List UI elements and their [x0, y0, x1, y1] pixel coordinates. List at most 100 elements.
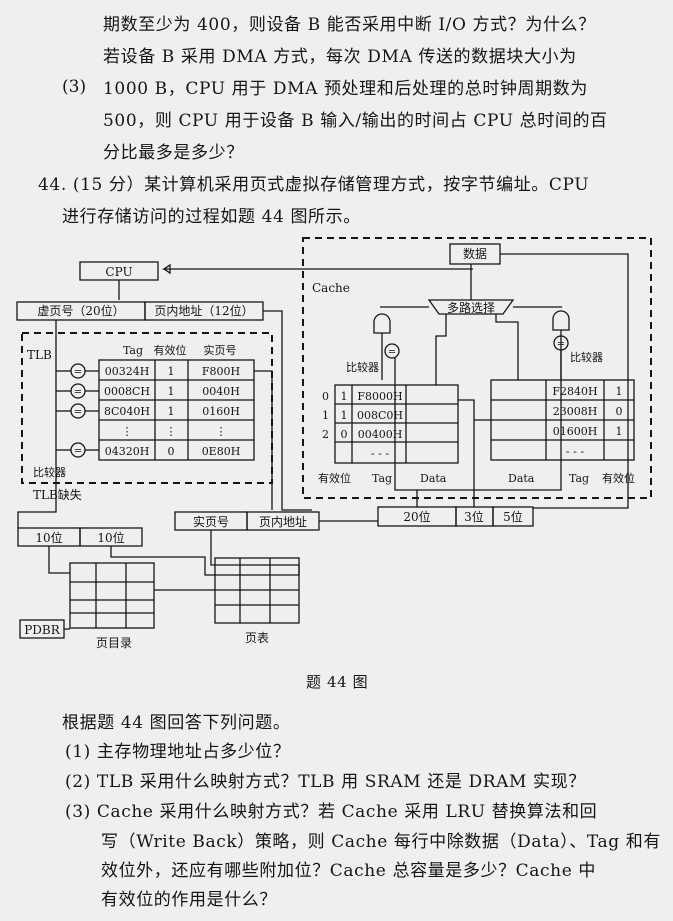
- bits10-a-route: [48, 546, 70, 574]
- tlb-cell: ⋮: [122, 425, 133, 438]
- and-gate-right: [552, 310, 570, 331]
- eq-symbol: =: [74, 446, 82, 457]
- tlb-cell: 1: [168, 385, 175, 398]
- mux-label: 多路选择: [447, 300, 495, 315]
- tlb-cell: 0008CH: [104, 385, 150, 398]
- tlb-miss-label: TLB缺失: [33, 487, 82, 502]
- tag-route-left: [394, 358, 418, 507]
- tlb-cell: 1: [168, 365, 175, 378]
- question-44-line-1: 44. (15 分）某计算机采用页式虚拟存储管理方式，按字节编址。CPU: [38, 175, 590, 195]
- bits10-a-label: 10位: [35, 530, 62, 545]
- tlb-cell: ⋮: [166, 425, 177, 438]
- cache-right-label: Data: [508, 472, 535, 485]
- data-return-arrow: [161, 263, 473, 275]
- eq-symbol: =: [557, 339, 565, 350]
- tlb-cell: 0160H: [202, 405, 240, 418]
- text-line-1: 期数至少为 400，则设备 B 能否采用中断 I/O 方式？为什么？: [103, 15, 596, 35]
- tlb-comparator-circles: = = = =: [56, 363, 99, 458]
- tlb-row: 8C040H 1 0160H: [104, 405, 240, 418]
- tlb-cell: ⋮: [216, 425, 227, 438]
- tlb-cell: 0: [168, 445, 175, 458]
- cache-comparator-right-label: 比较器: [570, 350, 603, 364]
- cache-comparator-left-label: 比较器: [346, 360, 379, 374]
- cache-left-label: Tag: [372, 472, 392, 485]
- cache-frame: [302, 237, 652, 499]
- cache-right-cell: 23008H: [553, 405, 598, 418]
- tlb-miss-route: [17, 486, 57, 528]
- tlb-row: ⋮ ⋮ ⋮: [122, 425, 227, 438]
- addr3-label: 3位: [464, 509, 484, 524]
- cache-right-cell: - - -: [566, 445, 584, 458]
- answer-3-line-2: 写（Write Back）策略，则 Cache 每行中除数据（Data）、Tag…: [101, 832, 661, 852]
- addr20-label: 20位: [403, 509, 430, 524]
- offset-route: [263, 310, 312, 511]
- cpu-label: CPU: [105, 265, 132, 279]
- data-output-label: 数据: [463, 246, 487, 261]
- tlb-cell: 1: [168, 405, 175, 418]
- cache-right-cell: 1: [616, 425, 623, 438]
- cache-left-label: Data: [420, 472, 447, 485]
- tlb-row: 00324H 1 F800H: [105, 365, 240, 378]
- tlb-cell: 8C040H: [104, 405, 150, 418]
- mux: [427, 299, 515, 315]
- table-to-physical-line: [210, 530, 300, 575]
- tlb-row: 0008CH 1 0040H: [104, 385, 240, 398]
- tlb-cell: 00324H: [105, 365, 150, 378]
- addr5-field: [492, 506, 534, 527]
- text-line-3: 1000 B，CPU 用于 DMA 预处理和后处理的总时钟周期数为: [103, 79, 588, 99]
- bits10-b-route: [110, 546, 215, 576]
- pdbr-label: PDBR: [24, 623, 61, 637]
- page-directory: [69, 562, 155, 629]
- and-gate-left: [373, 313, 391, 334]
- answer-1: (1) 主存物理地址占多少位？: [65, 742, 291, 762]
- set-index: 1: [322, 409, 329, 422]
- tlb-header-tag: Tag: [123, 344, 143, 357]
- page-directory-label: 页目录: [96, 636, 132, 650]
- bits10-b-label: 10位: [97, 530, 124, 545]
- cache-label: Cache: [312, 281, 350, 295]
- real-offset-label: 页内地址: [259, 515, 307, 529]
- figure-caption: 题 44 图: [306, 673, 369, 691]
- eq-symbol: =: [74, 387, 82, 398]
- cache-left-cell: F8000H: [357, 390, 402, 403]
- cache-left-cell: 1: [341, 390, 348, 403]
- cache-left-cell: 0: [341, 428, 348, 441]
- text-line-5: 分比最多是多少？: [103, 143, 244, 163]
- cache-right-label: Tag: [569, 472, 589, 485]
- cache-left-cell: 1: [341, 409, 348, 422]
- cache-right-cell: F2840H: [552, 385, 597, 398]
- tlb-cell: F800H: [202, 365, 240, 378]
- eq-symbol: =: [74, 407, 82, 418]
- tlb-label: TLB: [27, 348, 52, 362]
- tlb-cell: 04320H: [105, 445, 150, 458]
- cache-right-cell: 0: [616, 405, 623, 418]
- question-3-number: (3): [62, 77, 87, 97]
- tlb-header-real-page: 实页号: [204, 343, 237, 357]
- page-offset-label: 页内地址（12位）: [154, 303, 253, 318]
- text-line-4: 500，则 CPU 用于设备 B 输入/输出的时间占 CPU 总时间的百: [103, 111, 608, 131]
- set-index: 0: [322, 390, 329, 403]
- answer-3-line-3: 效位外，还应有哪些附加位？Cache 总容量是多少？Cache 中: [101, 861, 596, 881]
- real-page-label: 实页号: [193, 514, 229, 529]
- tag-route-right: [417, 350, 562, 491]
- tlb-cell: 0E80H: [202, 445, 241, 458]
- answer-3-line-1: (3) Cache 采用什么映射方式？若 Cache 采用 LRU 替换算法和回: [65, 802, 598, 822]
- tlb-table: [98, 359, 255, 461]
- index-route-left: [458, 399, 475, 507]
- eq-symbol: =: [74, 367, 82, 378]
- offset-feedback-line: [500, 253, 629, 509]
- cache-right-cell: 01600H: [553, 425, 598, 438]
- answer-3-line-4: 有效位的作用是什么？: [101, 890, 277, 910]
- tlb-header-valid: 有效位: [154, 343, 187, 357]
- virtual-page-label: 虚页号（20位）: [37, 303, 124, 318]
- figure-44-diagram: CPU 虚页号（20位） 页内地址（12位） TLB Tag 有效位 实页号 0…: [16, 237, 652, 650]
- eq-symbol: =: [388, 347, 396, 358]
- answer-2: (2) TLB 采用什么映射方式？TLB 用 SRAM 还是 DRAM 实现？: [65, 772, 586, 792]
- intro-line: 根据题 44 图回答下列问题。: [62, 713, 291, 733]
- cache-left-cell: - - -: [371, 447, 389, 460]
- question-44-line-2: 进行存储访问的过程如题 44 图所示。: [62, 207, 361, 227]
- cache-left-cell: 00400H: [358, 428, 403, 441]
- cache-right-cell: 1: [616, 385, 623, 398]
- text-line-2: 若设备 B 采用 DMA 方式，每次 DMA 传送的数据块大小为: [103, 47, 577, 67]
- tlb-cell: 0040H: [202, 385, 240, 398]
